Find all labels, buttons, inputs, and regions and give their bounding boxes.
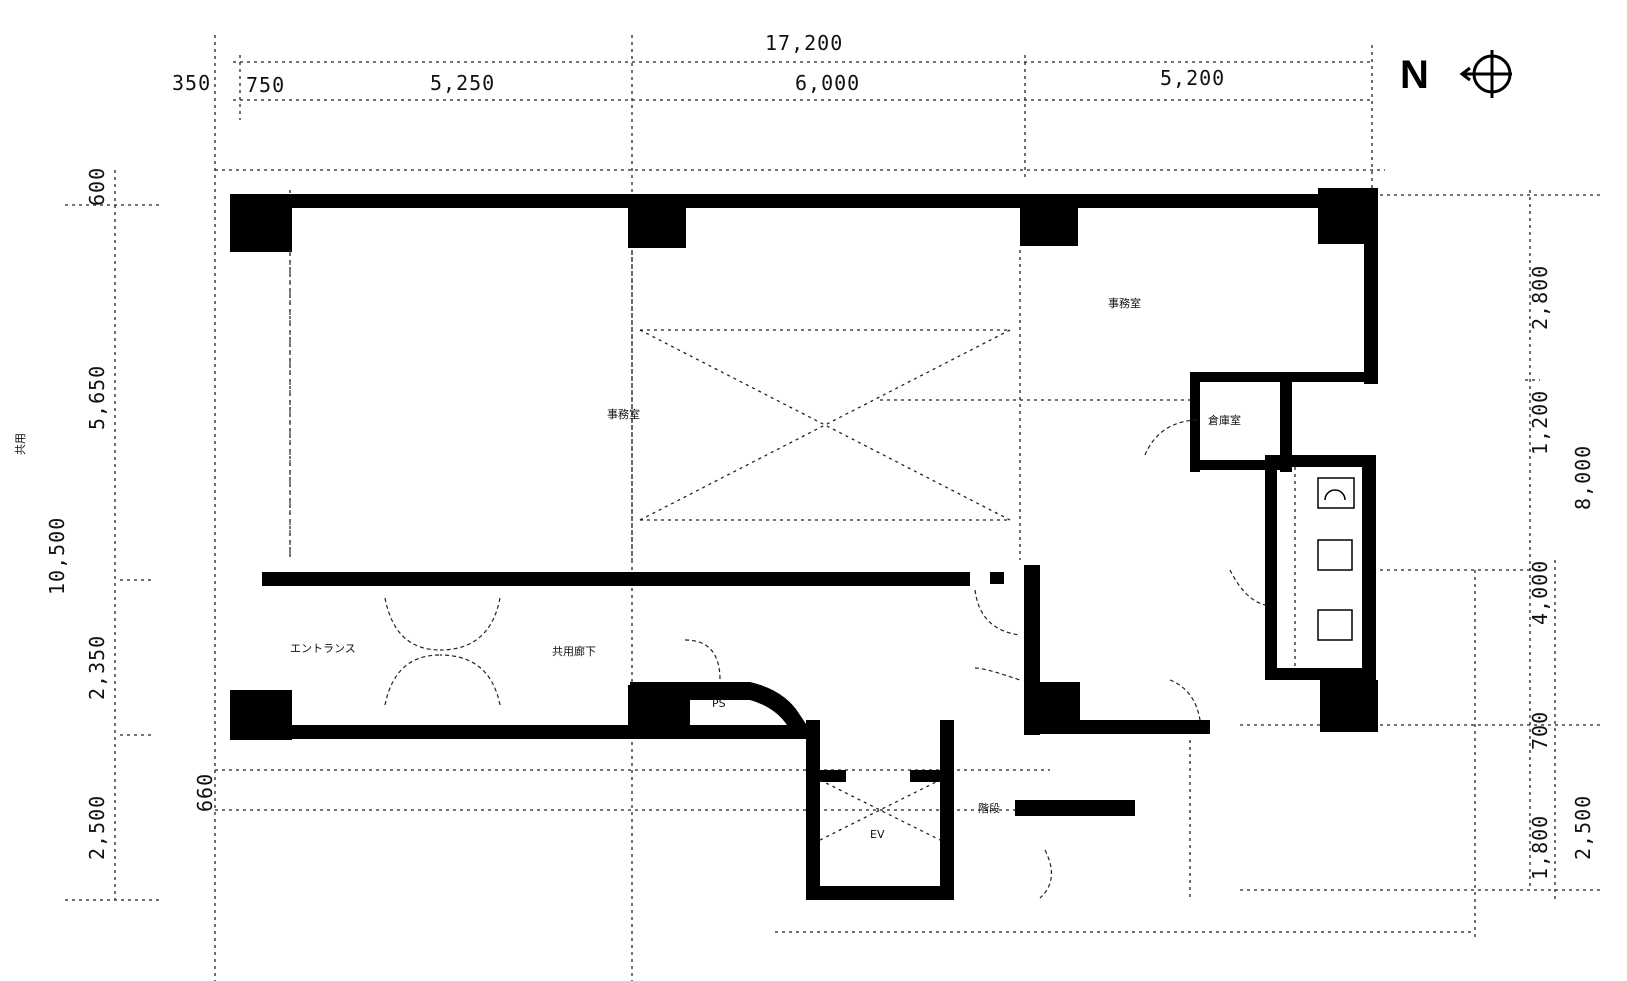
dim-top-total: 17,200	[765, 31, 843, 55]
dim-top-6000: 6,000	[795, 71, 860, 95]
dim-left-600: 600	[85, 167, 109, 206]
dim-right-2500: 2,500	[1571, 795, 1595, 860]
dim-left-2500: 2,500	[85, 795, 109, 860]
dim-right-700: 700	[1528, 711, 1552, 750]
dim-top-5200: 5,200	[1160, 66, 1225, 90]
dim-right-1200: 1,200	[1528, 390, 1552, 455]
door-swings	[384, 419, 1266, 899]
dim-right-8000: 8,000	[1571, 445, 1595, 510]
dim-top-750: 750	[246, 73, 285, 97]
top-dimension-lines	[214, 35, 1385, 981]
dim-left-total: 10,500	[45, 517, 69, 595]
dim-top-5250: 5,250	[430, 71, 495, 95]
left-mark: 共用	[14, 433, 27, 455]
room-storage: 倉庫室	[1208, 413, 1241, 427]
walls	[230, 194, 1378, 900]
dim-right-1800: 1,800	[1528, 815, 1552, 880]
room-office-main: 事務室	[607, 407, 640, 421]
north-arrow: N	[1400, 50, 1512, 98]
dim-right-2800: 2,800	[1528, 265, 1552, 330]
room-elevator: EV	[870, 828, 885, 841]
dim-left-5650: 5,650	[85, 365, 109, 430]
ceiling-lines	[631, 250, 1190, 841]
room-hall-corridor: 共用廊下	[552, 644, 596, 658]
room-stair: 階段	[978, 801, 1000, 815]
room-office-east: 事務室	[1108, 296, 1141, 310]
dim-left-2350: 2,350	[85, 635, 109, 700]
north-label: N	[1400, 53, 1429, 97]
right-dimension-lines	[1240, 190, 1600, 900]
columns	[230, 188, 1378, 740]
room-ps: PS	[712, 697, 726, 710]
toilet-fixtures	[1294, 467, 1355, 668]
dim-left-660: 660	[193, 773, 217, 812]
dim-right-4000: 4,000	[1528, 560, 1552, 625]
dim-top-350: 350	[172, 71, 211, 95]
room-entrance-hall: エントランス	[290, 642, 356, 655]
